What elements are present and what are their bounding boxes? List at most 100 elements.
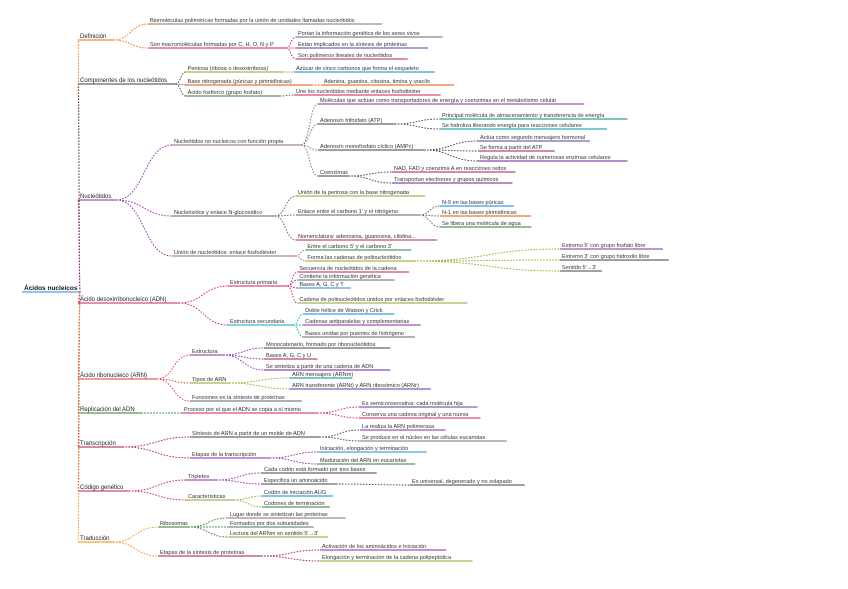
- node-b4-1-1: ARN transferente (ARNt) y ARN ribosómico…: [292, 383, 419, 389]
- connector-b4: [77, 291, 81, 380]
- node-b8-1-0: Activación de los aminoácidos e iniciaci…: [322, 544, 426, 550]
- node-b2-0-1-1: Se hidroliza liberando energía para reac…: [442, 123, 582, 129]
- connector-b6-0-0: [319, 429, 361, 438]
- node-b7-1-1: Codones de terminación: [264, 501, 325, 507]
- connector-b2-2-1: [295, 255, 306, 262]
- connector-b7-1-0: [233, 495, 263, 501]
- node-b6-1-1: Maduración del ARN en eucariotas: [320, 458, 407, 464]
- connector-b2-0-2-1: [423, 149, 479, 152]
- node-b4-1-0: ARN mensajero (ARNm): [292, 372, 353, 378]
- connector-b3-1: [178, 302, 229, 326]
- node-b3-0: Estructura primaria: [230, 280, 278, 286]
- node-b2-1-1-0: N-9 en las bases púricas: [442, 200, 504, 206]
- branch-b0: Definición: [80, 34, 106, 40]
- node-b2-0-2-2: Regula la actividad de numerosas enzimas…: [480, 155, 611, 161]
- connector-b2-0-3-1: [348, 175, 393, 184]
- connector-b5-0-1: [317, 412, 361, 419]
- connector-b2-1-1-0: [419, 205, 441, 216]
- node-b6-1-0: Iniciación, elongación y terminación: [320, 446, 408, 452]
- branch-b6: Transcripción: [80, 441, 116, 447]
- connector-b2-2-1-0: [414, 248, 561, 262]
- node-b0-1-0: Portan la información genética de los se…: [298, 31, 420, 37]
- connector-b8-0-2: [188, 526, 229, 538]
- node-b1-0-0: Azúcar de cinco carbonos que forma el es…: [296, 66, 419, 72]
- branch-b1: Componentes de los nucleótidos: [80, 78, 167, 84]
- connector-b7-1: [128, 490, 187, 501]
- node-b2-0-2-1: Se forma a partir del ATP: [480, 145, 543, 151]
- node-b2-1-1: Enlace entre el carbono 1' y el nitrógen…: [298, 209, 398, 215]
- node-b2-0-0: Moléculas que actúan como transportadore…: [320, 98, 556, 104]
- node-b2-1-1-1: N-1 en las bases pirimidínicas: [442, 210, 517, 216]
- connector-b8-1: [113, 541, 159, 557]
- connector-b1-2: [175, 83, 186, 97]
- connector-b0: [77, 39, 81, 293]
- node-b3-1: Estructura secundaria: [230, 319, 285, 325]
- connector-layer: [22, 23, 669, 562]
- node-b3-0-0: Secuencia de nucleótidos de la cadena: [299, 266, 397, 272]
- connector-b2-2: [116, 199, 173, 257]
- node-b0-1-1: Están implicados en la síntesis de prote…: [298, 42, 407, 48]
- connector-b2-0-1: [301, 123, 319, 146]
- root-node: Ácidos nucleicos: [24, 283, 78, 292]
- connector-b8-0-0: [188, 517, 229, 528]
- node-b2-0: Nucleótidos no nucleicos con función pro…: [174, 139, 284, 145]
- branch-b3: Ácido desoxirribonucleico (ADN): [80, 296, 166, 303]
- node-b3-1-2: Bases unidas por puentes de hidrógeno: [305, 331, 404, 337]
- node-b5-0-1: Conserva una cadena original y una nueva: [362, 412, 469, 418]
- node-b2-2: Unión de nucleótidos: enlace fosfodiéste…: [174, 250, 276, 256]
- connector-b5-0-0: [317, 406, 361, 414]
- connector-b2-1-2: [274, 215, 297, 241]
- connector-b2-0: [116, 144, 173, 201]
- branch-b8: Traducción: [80, 536, 109, 542]
- branch-b2: Nucleótidos: [80, 194, 111, 200]
- node-b2-2-1-0: Extremo 5' con grupo fosfato libre: [562, 243, 645, 249]
- node-b2-0-3: Coenzimas: [320, 170, 348, 176]
- node-b4-0-1: Bases A, G, C y U: [266, 353, 311, 359]
- node-b7-0-1-0: Es universal, degenerado y no solapado: [412, 479, 512, 485]
- connector-b2-0-2-2: [423, 149, 479, 162]
- connector-b2-0-0: [300, 103, 319, 146]
- node-b4-0-2: Se sintetiza a partir de una cadena de A…: [266, 364, 373, 370]
- connector-b4-0: [156, 354, 191, 380]
- connector-b2-1-0: [274, 195, 297, 217]
- node-b2-2-1: Forma las cadenas de polinucleótidos: [307, 255, 401, 261]
- connector-b1: [77, 83, 81, 293]
- connector-b3-0-3: [287, 285, 298, 304]
- node-b7-0-1: Especifica un aminoácido: [264, 478, 327, 484]
- connector-b7-0: [128, 479, 187, 492]
- connector-b2-0-1-0: [394, 118, 441, 125]
- connector-b6: [77, 291, 81, 448]
- connector-b0-1-2: [285, 47, 297, 60]
- connector-b2-1: [116, 199, 173, 217]
- connector-b4-2: [156, 378, 191, 402]
- connector-b6-1: [122, 446, 191, 459]
- node-b2-0-3-1: Transportan electrones y grupos químicos: [394, 177, 498, 183]
- node-b7-0-0: Cada codón está formado por tres bases: [264, 467, 366, 473]
- node-b7-1: Características: [188, 494, 226, 500]
- node-b2-1: Nucleósidos y enlace N-glucosídico: [174, 210, 262, 216]
- connector-b3-0-1: [287, 279, 298, 287]
- node-b3-1-0: Doble hélice de Watson y Crick: [305, 308, 383, 314]
- node-b2-0-2-0: Actúa como segundo mensajero hormonal: [480, 135, 585, 141]
- connector-b2-0-3: [301, 144, 319, 177]
- node-b8-1: Etapas de la síntesis de proteínas: [160, 550, 244, 556]
- node-b6-0-1: Se produce en el núcleo en las células e…: [362, 435, 485, 441]
- connector-b4-0-0: [223, 347, 265, 356]
- connector-b1-2-0: [279, 94, 295, 97]
- connector-b2-0-2-0: [423, 140, 479, 151]
- node-b2-1-2: Nomenclatura: adenosina, guanosina, citi…: [298, 234, 416, 240]
- node-b4-1: Tipos de ARN: [192, 377, 226, 383]
- node-b6-0-0: La realiza la ARN polimerasa: [362, 424, 435, 430]
- node-b8-0-2: Lectura del ARNm en sentido 5'→3': [230, 531, 318, 537]
- node-b2-2-1-1: Extremo 3' con grupo hidroxilo libre: [562, 254, 650, 260]
- connector-b4-1-1: [228, 382, 291, 390]
- node-b2-0-1: Adenosín trifosfato (ATP): [320, 118, 383, 124]
- connector-b2-2-0: [295, 249, 306, 257]
- node-b6-1: Etapas de la transcripción: [192, 452, 256, 458]
- connector-b2-0-1-1: [394, 123, 441, 130]
- connector-b2-1-1-1: [419, 214, 441, 217]
- connector-b7-1-1: [233, 499, 263, 508]
- connector-b2-1-1-2: [419, 214, 441, 228]
- connector-b4-1: [156, 378, 191, 384]
